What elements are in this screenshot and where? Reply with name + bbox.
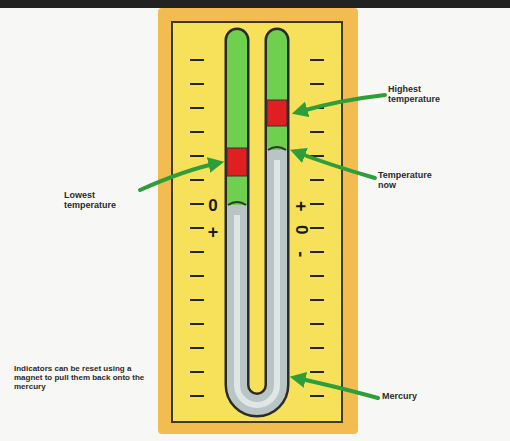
tube-outline (237, 40, 277, 405)
tick (190, 275, 204, 277)
tick (310, 131, 324, 133)
tick (310, 323, 324, 325)
tick (310, 395, 324, 397)
mercury-shine (237, 160, 277, 405)
tick (190, 107, 204, 109)
tick (190, 299, 204, 301)
min-indicator (227, 148, 247, 176)
tick (310, 347, 324, 349)
tick (190, 59, 204, 61)
meniscus (228, 202, 246, 205)
tick (310, 299, 324, 301)
tube-liquid-right (267, 40, 287, 150)
tick (190, 179, 204, 181)
tick (310, 59, 324, 61)
leader-arrow (296, 152, 375, 178)
tick (190, 131, 204, 133)
scale-mark: - (291, 247, 312, 261)
tick (190, 227, 204, 229)
watercolor-border (158, 8, 358, 434)
tick (310, 179, 324, 181)
tick (190, 323, 204, 325)
scale-mark: 0 (206, 196, 220, 216)
tick (190, 203, 204, 205)
callout-label: Lowest temperature (64, 190, 136, 211)
scale-mark: + (206, 222, 220, 243)
tick (190, 371, 204, 373)
max-indicator (267, 100, 287, 126)
tick (310, 227, 324, 229)
leader-arrow (298, 95, 385, 112)
tube-liquid-left (227, 40, 247, 205)
tick (310, 251, 324, 253)
tick (310, 203, 324, 205)
tick (190, 251, 204, 253)
callout-label: Highest temperature (388, 84, 458, 105)
tick (310, 371, 324, 373)
top-band (0, 0, 510, 8)
tick (190, 83, 204, 85)
tick (190, 347, 204, 349)
tick (190, 155, 204, 157)
scale-mark: + (291, 199, 312, 213)
tick (310, 83, 324, 85)
callout-label: Mercury (382, 391, 442, 401)
leader-arrow (296, 378, 378, 398)
tick (190, 395, 204, 397)
meniscus (268, 147, 286, 150)
board (172, 22, 342, 422)
scale-mark: 0 (291, 223, 311, 237)
callout-label: Temperature now (378, 170, 448, 191)
mercury (237, 150, 277, 405)
leader-arrow (140, 163, 218, 190)
tick (310, 275, 324, 277)
note-text: Indicators can be reset using a magnet t… (14, 364, 154, 392)
